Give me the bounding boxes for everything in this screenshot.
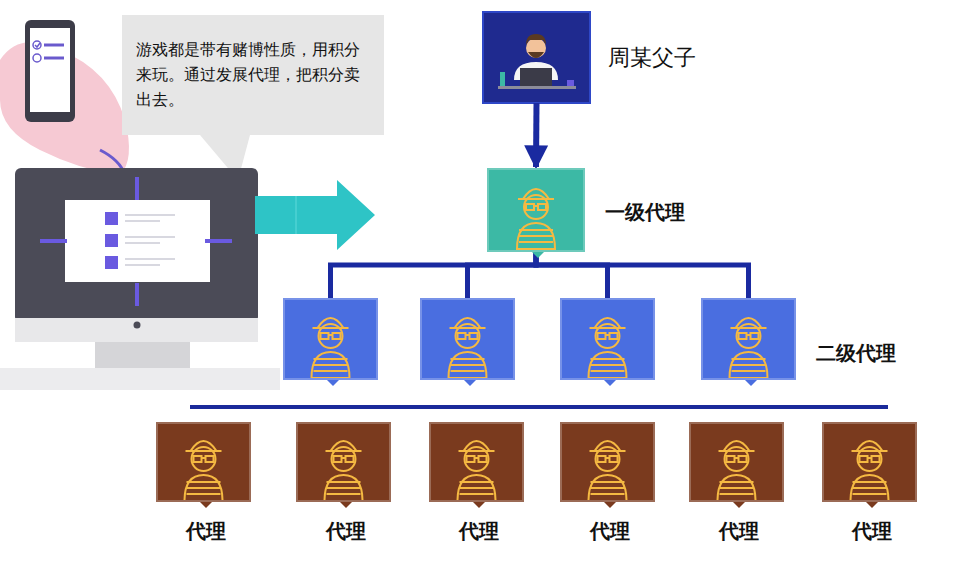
node-label: 周某父子 bbox=[608, 43, 696, 73]
box-pointer bbox=[866, 502, 878, 508]
agent-icon bbox=[158, 424, 249, 500]
agent-box: 代理 bbox=[822, 422, 917, 502]
node-label: 代理 bbox=[186, 518, 226, 545]
agent-box: 代理 bbox=[296, 422, 391, 502]
agent-box bbox=[420, 298, 515, 380]
tree-connector bbox=[331, 252, 537, 298]
tree-connector bbox=[536, 252, 608, 298]
box-pointer bbox=[745, 380, 757, 386]
form-lines bbox=[125, 215, 175, 265]
agent-icon bbox=[703, 300, 794, 378]
flow-arrow bbox=[255, 180, 375, 250]
box-pointer bbox=[473, 502, 485, 508]
box-pointer bbox=[532, 252, 544, 258]
form-box bbox=[105, 234, 118, 247]
monitor-stand bbox=[95, 342, 190, 370]
agent-box: 代理 bbox=[156, 422, 251, 502]
phone-body bbox=[25, 20, 75, 122]
tree-connector bbox=[536, 252, 749, 298]
node-label: 一级代理 bbox=[605, 199, 685, 226]
agent-box: 代理 bbox=[429, 422, 524, 502]
agent-icon bbox=[285, 300, 376, 378]
agent-box: 一级代理 bbox=[487, 168, 585, 252]
phone-check bbox=[33, 54, 41, 62]
form-box bbox=[105, 256, 118, 269]
agent-icon bbox=[824, 424, 915, 500]
monitor-chin bbox=[15, 318, 258, 342]
node-label: 代理 bbox=[459, 518, 499, 545]
node-label: 二级代理 bbox=[816, 340, 896, 367]
agent-icon bbox=[422, 300, 513, 378]
box-pointer bbox=[200, 502, 212, 508]
node-label: 代理 bbox=[590, 518, 630, 545]
phone-check bbox=[33, 41, 41, 49]
agent-box: 代理 bbox=[560, 422, 655, 502]
monitor-base bbox=[0, 368, 280, 390]
speech-bubble: 游戏都是带有赌博性质，用积分来玩。通过发展代理，把积分卖出去。 bbox=[122, 15, 384, 135]
crosshair-ticks bbox=[40, 177, 232, 306]
arrow-connector bbox=[533, 103, 540, 167]
agent-box bbox=[560, 298, 655, 380]
agent-icon bbox=[691, 424, 782, 500]
phone-check bbox=[35, 43, 40, 47]
agent-box bbox=[283, 298, 378, 380]
node-label: 代理 bbox=[852, 518, 892, 545]
phone-line bbox=[44, 57, 64, 60]
phone-line bbox=[44, 44, 64, 47]
box-pointer bbox=[604, 502, 616, 508]
monitor-button bbox=[134, 322, 141, 329]
bubble-text: 游戏都是带有赌博性质，用积分来玩。通过发展代理，把积分卖出去。 bbox=[136, 37, 370, 112]
phone-screen bbox=[30, 28, 70, 112]
box-pointer bbox=[464, 380, 476, 386]
node-label: 代理 bbox=[326, 518, 366, 545]
form-box bbox=[105, 212, 118, 225]
box-pointer bbox=[340, 502, 352, 508]
agent-box: 代理 bbox=[689, 422, 784, 502]
agent-icon bbox=[431, 424, 522, 500]
boss-figure bbox=[483, 12, 590, 103]
monitor-body bbox=[15, 168, 258, 323]
separator-bar bbox=[190, 405, 888, 409]
agent-box: 二级代理 bbox=[701, 298, 796, 380]
agent-icon bbox=[489, 170, 583, 250]
agent-icon bbox=[298, 424, 389, 500]
box-pointer bbox=[604, 380, 616, 386]
boss-box: 周某父子 bbox=[483, 12, 590, 103]
box-pointer bbox=[327, 380, 339, 386]
monitor-panel bbox=[65, 200, 210, 282]
node-label: 代理 bbox=[719, 518, 759, 545]
box-pointer bbox=[733, 502, 745, 508]
agent-icon bbox=[562, 424, 653, 500]
arrow-seam bbox=[296, 196, 297, 234]
tree-connector bbox=[468, 252, 537, 298]
agent-icon bbox=[562, 300, 653, 378]
